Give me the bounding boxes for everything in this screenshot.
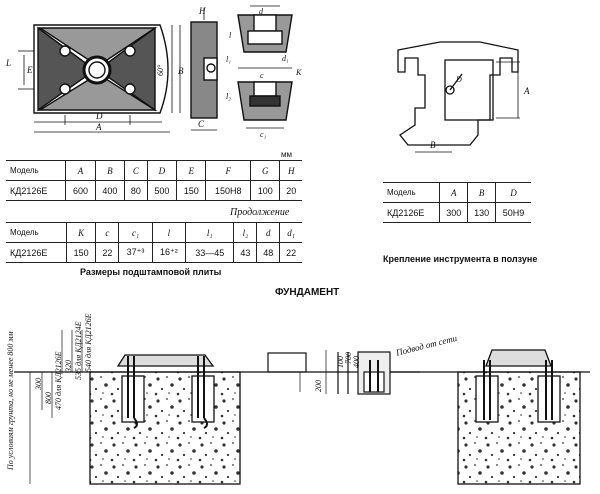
table-row: КД2126Е 150 22 37⁺³ 16⁺² 33—45 43 48 22: [6, 242, 302, 263]
table-cell: 16⁺²: [151, 242, 186, 263]
table-cell: 130: [467, 202, 496, 223]
continuation-label: Продолжение: [230, 207, 290, 218]
foundation-title: ФУНДАМЕНТ: [275, 287, 340, 298]
table-header-cell: A: [65, 160, 96, 181]
dim-A: A: [95, 122, 102, 132]
table-cell: КД2126Е: [6, 242, 67, 263]
table-cell: 150: [176, 180, 206, 201]
t-slot-details: [237, 5, 293, 129]
table-cell: 600: [65, 180, 96, 201]
slider-table: Модель A B D КД2126Е 300 130 50H9: [383, 182, 531, 223]
table-header-row: Модель K c c₁ l l₁ l₂ d d₁: [6, 222, 302, 243]
plate-table-main: Модель A B C D E F G H КД2126Е 600 400 8…: [6, 160, 302, 201]
dim-L: L: [5, 58, 11, 68]
dim-c1: c₁: [260, 130, 267, 139]
table-header-cell: c₁: [118, 222, 153, 243]
table-header-cell: Модель: [6, 222, 67, 243]
table-row: КД2126Е 600 400 80 500 150 150H8 100 20: [6, 180, 302, 201]
plate-side-section: [190, 8, 218, 131]
table-header-cell: B: [467, 182, 496, 203]
table-cell: 150: [65, 242, 96, 263]
dim-d1: d₁: [282, 54, 289, 63]
table-header-cell: A: [439, 182, 468, 203]
table-cell: 37⁺³: [118, 242, 153, 263]
dim-d: d: [259, 7, 264, 16]
table-cell: 33—45: [184, 242, 234, 263]
table-cell: 300: [439, 202, 468, 223]
dim-l: l: [229, 31, 232, 40]
table-cell: 100: [250, 180, 280, 201]
table-header-cell: H: [279, 160, 302, 181]
table-cell: КД2126Е: [6, 180, 66, 201]
dim-535: 535 для КД2124Е: [74, 321, 83, 380]
dim-470: 470 для КД2126Е: [54, 351, 63, 410]
table-cell: 43: [233, 242, 257, 263]
table-header-cell: d₁: [279, 222, 302, 243]
table-header-cell: B: [94, 160, 125, 181]
table-header-cell: Модель: [383, 182, 440, 203]
slider-dim-D: D: [455, 75, 462, 84]
dim-60deg: 60°: [156, 64, 165, 76]
table-cell: 400: [94, 180, 125, 201]
dim-H: H: [198, 6, 206, 16]
table-header-cell: K: [65, 222, 96, 243]
table-header-row: Модель A B D: [383, 182, 531, 203]
dim-B: B: [178, 66, 184, 76]
table-cell: 22: [279, 242, 302, 263]
dim-E: E: [26, 65, 33, 75]
plate-caption: Размеры подштамповой плиты: [80, 267, 222, 277]
dim-320: 320: [64, 360, 73, 372]
dim-200: 200: [314, 380, 323, 392]
table-header-cell: C: [124, 160, 148, 181]
table-header-cell: G: [250, 160, 280, 181]
plate-table-continuation: Модель K c c₁ l l₁ l₂ d d₁ КД2126Е 150 2…: [6, 222, 302, 263]
dim-800: 800: [44, 392, 53, 404]
table-cell: 80: [124, 180, 148, 201]
table-header-cell: c: [95, 222, 119, 243]
dim-300: 300: [34, 378, 43, 390]
slider-drawing: [397, 41, 520, 153]
table-cell: 500: [146, 180, 177, 201]
dim-400: 400: [352, 356, 361, 368]
table-cell: 50H9: [495, 202, 531, 223]
table-row: КД2126Е 300 130 50H9: [383, 202, 531, 223]
table-header-cell: d: [256, 222, 280, 243]
table-header-cell: D: [146, 160, 177, 181]
dim-soil-depth: По условиям грунта, но не менее 800 мм: [6, 331, 15, 470]
table-header-cell: E: [176, 160, 206, 181]
dim-c: c: [260, 71, 264, 80]
table-header-row: Модель A B C D E F G H: [6, 160, 302, 181]
table-header-cell: D: [495, 182, 531, 203]
plate-front-view: [18, 24, 181, 133]
dim-l1: l₁: [226, 55, 231, 64]
table-cell: КД2126Е: [383, 202, 440, 223]
dim-K: K: [295, 68, 302, 77]
dim-540: 540 для КД2126Е: [84, 313, 93, 372]
dim-l2: l₂: [226, 92, 231, 101]
slider-caption: Крепление инструмента в ползуне: [383, 254, 538, 264]
table-header-cell: l: [151, 222, 186, 243]
dim-D: D: [95, 111, 103, 121]
table-header-cell: Модель: [6, 160, 66, 181]
table-header-cell: F: [205, 160, 251, 181]
table-cell: 48: [256, 242, 280, 263]
slider-dim-A: A: [523, 86, 530, 96]
table-cell: 20: [279, 180, 302, 201]
slider-dim-B: B: [430, 140, 436, 150]
table-header-cell: l₁: [184, 222, 234, 243]
table-cell: 22: [95, 242, 119, 263]
dim-C: C: [198, 119, 205, 129]
table-cell: 150H8: [205, 180, 251, 201]
units-label: мм: [281, 150, 292, 159]
table-header-cell: l₂: [233, 222, 257, 243]
